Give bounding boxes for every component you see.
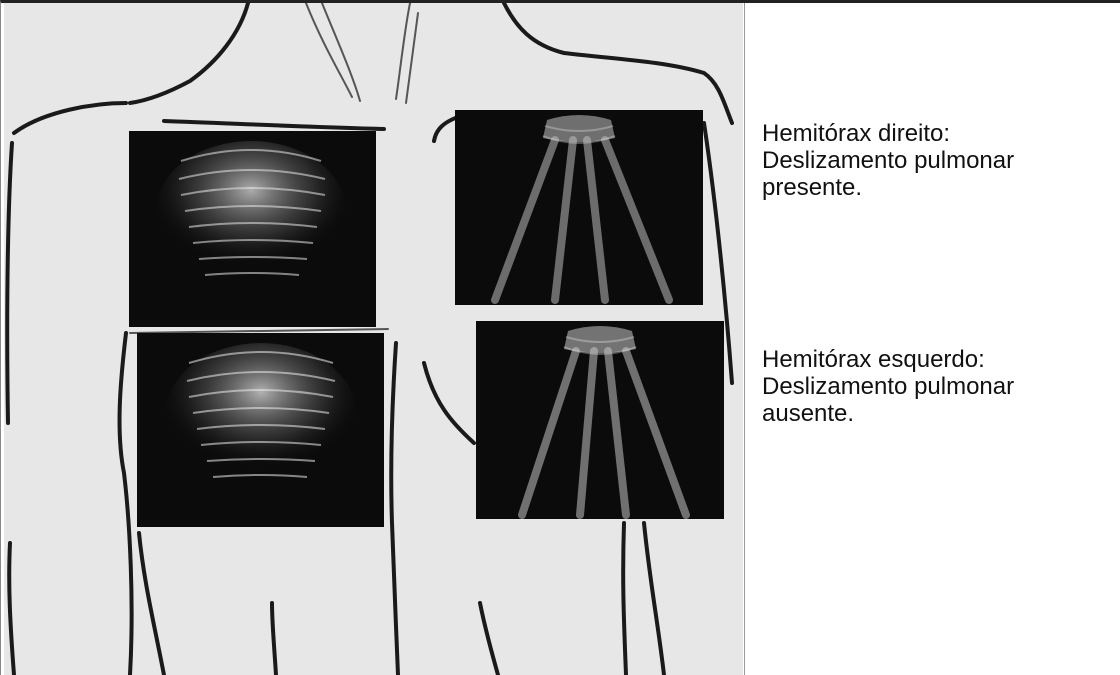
caption-left-line3: ausente. bbox=[762, 400, 1014, 427]
caption-right-hemithorax: Hemitórax direito: Deslizamento pulmonar… bbox=[762, 120, 1014, 201]
ultrasound-left-upper bbox=[455, 110, 703, 305]
caption-right-line2: Deslizamento pulmonar bbox=[762, 147, 1014, 174]
caption-right-line3: presente. bbox=[762, 174, 1014, 201]
ultrasound-left-lower bbox=[476, 321, 724, 519]
caption-left-hemithorax: Hemitórax esquerdo: Deslizamento pulmona… bbox=[762, 346, 1014, 427]
ultrasound-right-upper bbox=[129, 131, 376, 327]
column-divider bbox=[744, 3, 745, 675]
ultrasound-right-lower bbox=[137, 333, 384, 527]
caption-right-title: Hemitórax direito: bbox=[762, 120, 1014, 147]
caption-left-line2: Deslizamento pulmonar bbox=[762, 373, 1014, 400]
caption-left-title: Hemitórax esquerdo: bbox=[762, 346, 1014, 373]
body-diagram-panel bbox=[4, 3, 743, 675]
